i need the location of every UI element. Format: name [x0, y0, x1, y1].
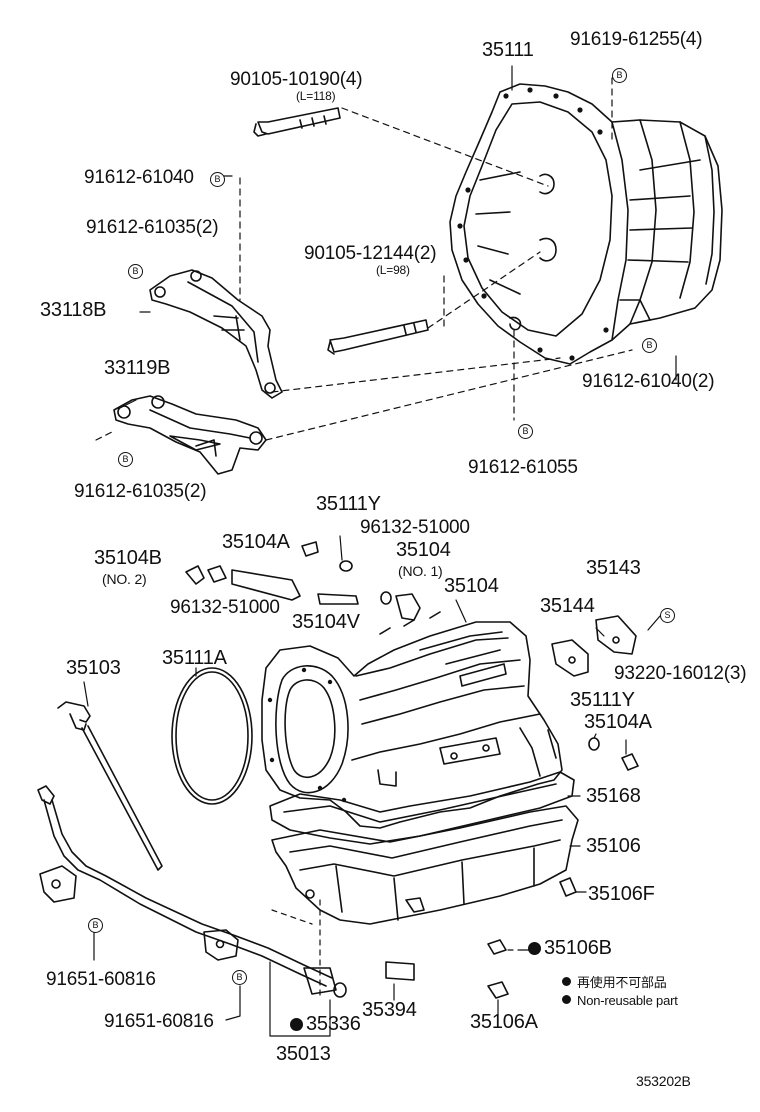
label-91612-61040: 91612-61040 [84, 167, 194, 188]
label-35143: 35143 [586, 557, 641, 579]
marker-b-91612-61035-upper: B [128, 264, 143, 279]
label-91619-61255: 91619-61255(4) [570, 29, 703, 50]
label-90105-10190-length: (L=118) [296, 89, 336, 103]
label-35103: 35103 [66, 657, 121, 679]
label-91612-61035-upper: 91612-61035(2) [86, 217, 219, 238]
label-35144: 35144 [540, 595, 595, 617]
legend-cn: 再使用不可部品 [562, 976, 667, 989]
label-91612-61040-2: 91612-61040(2) [582, 371, 715, 392]
small-parts-right [385, 737, 639, 999]
label-33118B: 33118B [40, 299, 107, 321]
label-35394: 35394 [362, 999, 417, 1021]
label-90105-12144: 90105-12144(2) [304, 243, 437, 264]
gasket-35168 [269, 771, 575, 845]
label-35106A: 35106A [470, 1011, 538, 1033]
label-93220-16012: 93220-16012(3) [614, 663, 747, 684]
label-90105-10190: 90105-10190(4) [230, 69, 363, 90]
dipstick-35103 [57, 701, 163, 871]
brackets-35143-35144 [551, 615, 637, 677]
label-35104A-top: 35104A [222, 531, 290, 553]
transmission-housing-35111 [449, 83, 723, 365]
label-96132-51000-top: 96132-51000 [360, 517, 470, 538]
non-reusable-dot [528, 942, 541, 955]
label-35106B: 35106B [528, 938, 612, 958]
marker-s-93220: S [660, 608, 675, 623]
o-ring-35336 [333, 982, 347, 998]
label-91612-61055: 91612-61055 [468, 457, 578, 478]
bolt-90105-10190 [253, 107, 341, 137]
marker-b-91651-a: B [88, 918, 103, 933]
label-35104-no1-sub: (NO. 1) [398, 563, 443, 579]
label-35111Y-top: 35111Y [316, 493, 381, 515]
label-91612-61035-lower: 91612-61035(2) [74, 481, 207, 502]
label-96132-51000-bottom: 96132-51000 [170, 597, 280, 618]
label-35104V: 35104V [292, 611, 360, 633]
legend-dot-en [562, 995, 571, 1004]
label-91651-60816-b: 91651-60816 [104, 1011, 214, 1032]
figure-code: 353202B [636, 1073, 691, 1089]
label-91651-60816-a: 91651-60816 [46, 969, 156, 990]
marker-b-91612-61055: B [518, 424, 533, 439]
label-35104-no1: 35104 [396, 539, 451, 561]
label-35111A: 35111A [162, 647, 227, 669]
label-35106: 35106 [586, 835, 641, 857]
label-90105-12144-length: (L=98) [376, 263, 410, 277]
filler-tube-35013 [37, 785, 337, 995]
legend-en: Non-reusable part [562, 994, 678, 1007]
marker-b-91651-b: B [232, 970, 247, 985]
transmission-main-35104 [261, 611, 563, 829]
marker-b-91619: B [612, 68, 627, 83]
label-35013: 35013 [276, 1043, 331, 1065]
label-35111: 35111 [482, 39, 534, 61]
label-35104B-sub: (NO. 2) [102, 571, 147, 587]
small-parts-upper [185, 541, 421, 621]
legend-dot-cn [562, 977, 571, 986]
label-35104B: 35104B [94, 547, 162, 569]
leader-lines-solid [83, 65, 677, 1037]
leader-lines-lower [271, 899, 523, 997]
bolt-90105-12144 [327, 319, 429, 355]
o-ring-35111A [171, 667, 253, 805]
bracket-33118B [149, 269, 283, 399]
label-35111Y-mid: 35111Y [570, 689, 635, 711]
marker-b-91612-61040-2: B [642, 338, 657, 353]
label-35104A-mid: 35104A [584, 711, 652, 733]
leader-lines-upper [95, 77, 633, 441]
label-33119B: 33119B [104, 357, 171, 379]
marker-b-91612-61035-lower: B [118, 452, 133, 467]
oil-pan-35106 [271, 805, 579, 925]
bracket-33119B [113, 395, 267, 475]
label-35106F: 35106F [588, 883, 655, 905]
label-35168: 35168 [586, 785, 641, 807]
marker-b-91612-61040: B [210, 172, 225, 187]
label-35336: 35336 [290, 1014, 361, 1034]
label-35104-main: 35104 [444, 575, 499, 597]
non-reusable-dot-35336 [290, 1018, 303, 1031]
